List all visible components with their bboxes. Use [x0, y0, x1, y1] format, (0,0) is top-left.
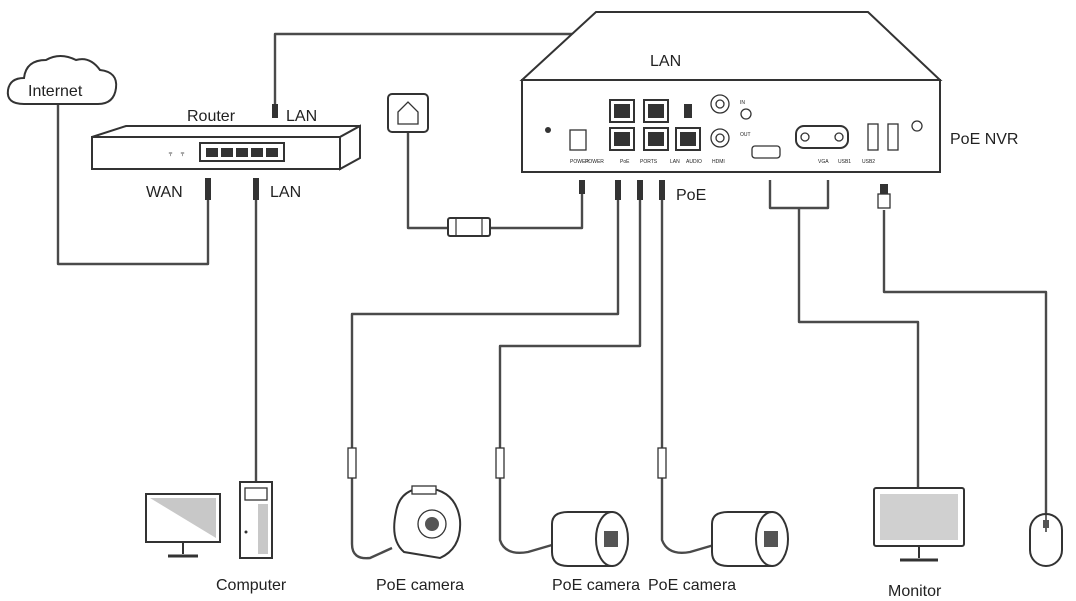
router-icon	[91, 104, 361, 200]
poe-ports-callout-label: PoE	[676, 187, 706, 204]
router-lan-top-label: LAN	[286, 108, 317, 125]
poe-camera-1-cable	[350, 200, 620, 448]
computer-monitor-icon	[145, 493, 221, 558]
nvr-ports-label: PORTS	[640, 159, 658, 165]
nvr-power-label: POWER	[570, 159, 589, 165]
nvr-lan-label: LAN	[670, 159, 680, 165]
monitor-label: Monitor	[888, 583, 942, 600]
power-adapter-icon	[447, 217, 491, 237]
nvr-audio-label: AUDIO	[686, 159, 702, 165]
power-outlet-icon	[387, 93, 429, 133]
router-lan-bottom-label: LAN	[270, 184, 301, 201]
router-label: Router	[187, 108, 236, 125]
poe-camera-3-tail	[660, 478, 715, 554]
nvr-usb1-label: USB1	[838, 159, 851, 165]
router-led-a-label: 〒	[168, 152, 173, 158]
internet-cloud-icon	[6, 55, 118, 105]
power-cable-2	[490, 192, 584, 230]
bullet-camera-icon-1	[551, 511, 629, 567]
internet-label: Internet	[28, 83, 83, 100]
computer-label: Computer	[216, 577, 287, 594]
dome-camera-icon	[393, 485, 462, 560]
nvr-in-label: IN	[740, 100, 745, 106]
power-cable	[406, 124, 448, 230]
nvr-hdmi-label: HDMI	[712, 159, 725, 165]
monitor-icon	[873, 487, 965, 562]
nvr-out-label: OUT	[740, 132, 751, 138]
mouse-cable	[882, 210, 1048, 514]
rj45-plug-icons	[347, 447, 667, 479]
nvr-lan-callout-label: LAN	[650, 53, 681, 70]
internet-to-wan-cable	[56, 104, 210, 266]
poe-camera-1-label: PoE camera	[376, 577, 464, 594]
router-wan-label: WAN	[146, 184, 183, 201]
router-led-b-label: 〒	[180, 152, 185, 158]
poe-camera-2-cable	[498, 200, 642, 448]
vga-bracket-cable	[768, 180, 830, 210]
poe-camera-1-tail	[350, 478, 393, 560]
nvr-power2-label: POWER	[585, 159, 604, 165]
bullet-camera-icon-2	[711, 511, 789, 567]
poe-nvr-label: PoE NVR	[950, 131, 1018, 148]
monitor-cable	[797, 208, 920, 488]
nvr-poe-label: PoE	[620, 159, 630, 165]
nvr-usb2-label: USB2	[862, 159, 875, 165]
nvr-device-icon	[519, 11, 943, 209]
poe-camera-2-tail	[498, 478, 553, 554]
poe-camera-2-label: PoE camera	[552, 577, 640, 594]
mouse-icon	[1029, 513, 1063, 567]
nvr-vga-label: VGA	[818, 159, 829, 165]
computer-tower-icon	[239, 481, 273, 559]
poe-camera-3-label: PoE camera	[648, 577, 736, 594]
